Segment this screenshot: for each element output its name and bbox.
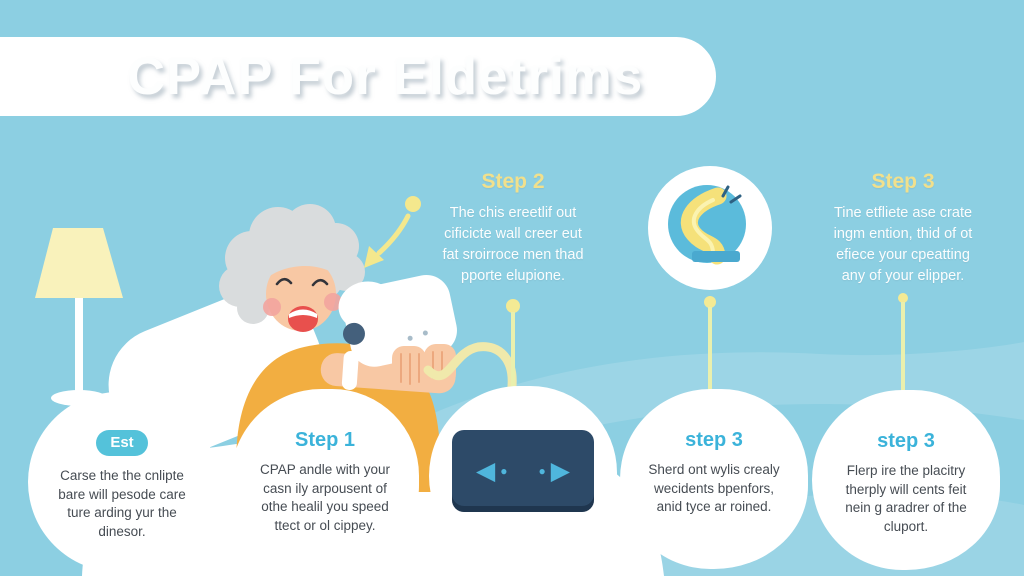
card-text-line: othe healil you speed: [261, 499, 389, 515]
card-step-3b-heading: step 3: [877, 430, 935, 452]
card-text-line: casn ily arpousent of: [263, 480, 387, 496]
left-cheek: [263, 298, 281, 316]
dot-icon: ●: [538, 464, 546, 478]
card-text-line: wecidents bpenfors,: [653, 480, 775, 496]
rewind-icon: ◀: [476, 456, 496, 485]
right-cheek: [324, 293, 342, 311]
title-banner: CPAP For Eldetrims: [0, 37, 716, 116]
wrist-band: [341, 351, 359, 391]
forward-control: ● ▶: [538, 456, 570, 485]
card-text-line: CPAP andle with your: [259, 462, 391, 477]
step-2-text-line: pporte elupione.: [461, 268, 565, 285]
curved-arrow-icon: [364, 196, 421, 268]
est-badge: Est: [96, 430, 148, 456]
step-2-text-line: cificicte wall creer eut: [444, 226, 582, 243]
card-text-line: Carse the the cnlipte: [60, 468, 184, 483]
rewind-control: ◀ ●: [476, 456, 508, 485]
left-eye: [275, 277, 293, 286]
right-eye: [311, 278, 329, 287]
card-device: ◀ ● ● ▶: [429, 386, 617, 566]
card-text-line: nein g aradrer of the: [845, 500, 967, 516]
card-text-line: Flerp ire the placitry: [846, 463, 966, 478]
card-text-line: cluport.: [883, 518, 929, 534]
step-3-heading: Step 3: [871, 170, 935, 193]
card-step-3b: step 3 Flerp ire the placitry therply wi…: [812, 390, 1000, 570]
cpap-machine-illustration: [338, 275, 457, 367]
card-est: Est Carse the the cnlipte bare will peso…: [28, 392, 216, 572]
step-3-text-line: any of your elipper.: [841, 268, 965, 285]
card-text-line: anid tyce ar roined.: [656, 499, 772, 515]
card-step-1: Step 1 CPAP andle with your casn ily arp…: [231, 389, 419, 569]
face: [266, 257, 336, 331]
step-3-block: Step 3 Tine etfliete ase crate ingm enti…: [787, 170, 1019, 287]
card-text-line: therply will cents feit: [845, 481, 967, 497]
card-text-line: dinesor.: [98, 523, 146, 539]
card-step-3a: step 3 Sherd ont wylis crealy wecidents …: [620, 389, 808, 569]
step-2-block: Step 2 The chis ereetlif out cificicte w…: [397, 170, 629, 287]
card-text-line: bare will pesode care: [58, 486, 186, 502]
step-2-text-line: The chis ereetlif out: [449, 205, 577, 221]
cpap-hose-icon: [648, 166, 772, 290]
card-text-line: Sherd ont wylis crealy: [648, 462, 780, 477]
step-2-text-line: fat sroirroce men thad: [442, 247, 584, 264]
step-2-heading: Step 2: [481, 170, 545, 193]
card-text-line: ture arding yur the: [67, 505, 177, 521]
cpap-control-device: ◀ ● ● ▶: [452, 430, 594, 512]
card-step-1-heading: Step 1: [294, 429, 356, 451]
card-step-3a-heading: step 3: [685, 429, 743, 451]
step-3-text-line: efiece your cpeatting: [836, 247, 970, 264]
step-3-text-line: Tine etfliete ase crate: [833, 205, 973, 221]
step-3-text-line: ingm ention, thid of ot: [833, 226, 973, 243]
dot-icon: ●: [500, 464, 508, 478]
forward-icon: ▶: [550, 456, 570, 485]
page-title: CPAP For Eldetrims: [127, 47, 644, 106]
card-text-line: ttect or ol cippey.: [274, 517, 376, 533]
